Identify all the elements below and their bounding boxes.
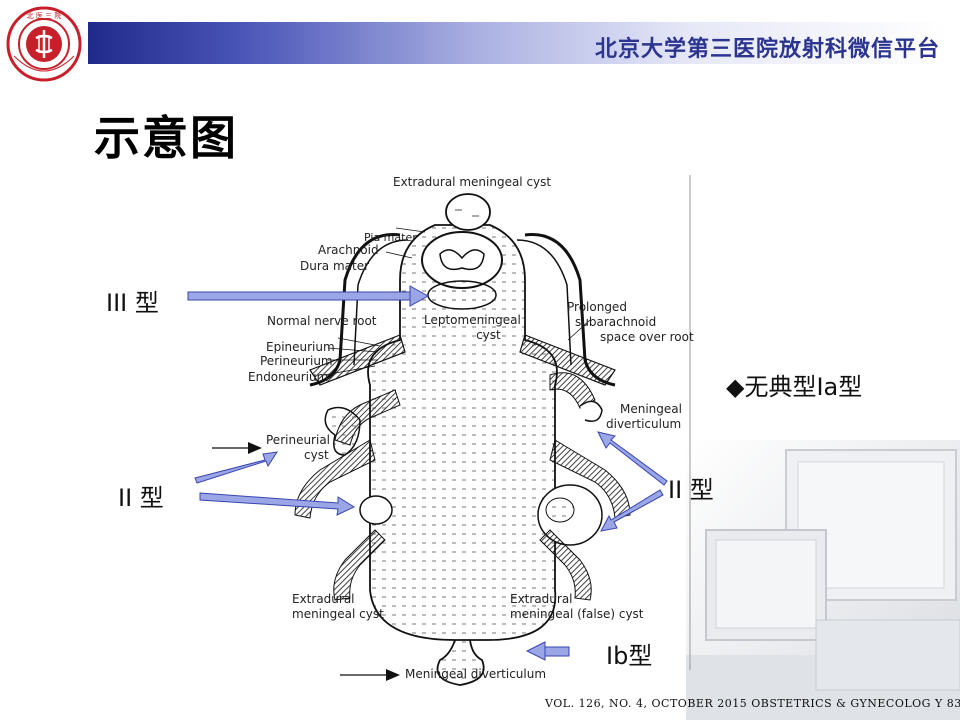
- label-arachnoid: Arachnoid: [318, 243, 379, 258]
- footer-citation: VOL. 126, NO. 4, OCTOBER 2015 OBSTETRICS…: [545, 697, 960, 710]
- label-extradural-right: Extradural meningeal (false) cyst: [510, 592, 644, 622]
- label-perineurial-line1: Perineurial: [266, 433, 330, 448]
- slide-title: 示意图: [94, 102, 238, 168]
- label-normal-nerve-root: Normal nerve root: [267, 314, 377, 329]
- label-endoneurium: Endoneurium: [248, 370, 328, 385]
- label-prolonged-line2: subarachnoid: [567, 315, 694, 330]
- label-dura-mater: Dura mater: [300, 259, 369, 274]
- label-perineurial-line2: cyst: [266, 448, 330, 463]
- type-ib-label: Ⅰb型: [606, 636, 652, 671]
- label-extradural-right-line1: Extradural: [510, 592, 644, 607]
- label-extradural-right-line2: meningeal (false) cyst: [510, 607, 644, 622]
- svg-text:北 医 三 院: 北 医 三 院: [27, 11, 62, 20]
- label-prolonged-line1: Prolonged: [567, 300, 694, 315]
- banner-title: 北京大学第三医院放射科微信平台: [595, 31, 940, 63]
- type-ii-left-label: II 型: [118, 478, 164, 513]
- label-prolonged-line3: space over root: [567, 330, 694, 345]
- hospital-logo: 北 医 三 院: [6, 6, 82, 82]
- label-meningeal-div-line2: diverticulum: [606, 417, 682, 432]
- type-ii-right-label: II 型: [668, 470, 714, 505]
- label-meningeal-div-line1: Meningeal: [606, 402, 682, 417]
- label-leptomeningeal-line2: cyst: [424, 328, 521, 343]
- label-extradural-left: Extradural meningeal cyst: [292, 592, 384, 622]
- label-leptomeningeal-cyst: Leptomeningeal cyst: [424, 313, 521, 343]
- type-iii-label: III 型: [106, 283, 159, 318]
- label-perineurial-cyst: Perineurial cyst: [266, 433, 330, 463]
- label-extradural-top: Extradural meningeal cyst: [393, 175, 551, 190]
- label-meningeal-diverticulum-bottom: Meningeal diverticulum: [405, 667, 546, 682]
- label-prolonged-subarachnoid: Prolonged subarachnoid space over root: [567, 300, 694, 345]
- label-epineurium: Epineurium: [266, 340, 335, 355]
- label-extradural-left-line2: meningeal cyst: [292, 607, 384, 622]
- label-extradural-left-line1: Extradural: [292, 592, 384, 607]
- decorative-computer-image: [686, 440, 960, 720]
- label-perineurium: Perineurium: [260, 354, 333, 369]
- label-leptomeningeal-line1: Leptomeningeal: [424, 313, 521, 328]
- type-ia-label: ◆无典型Ⅰa型: [726, 367, 862, 402]
- label-meningeal-diverticulum-right: Meningeal diverticulum: [606, 402, 682, 432]
